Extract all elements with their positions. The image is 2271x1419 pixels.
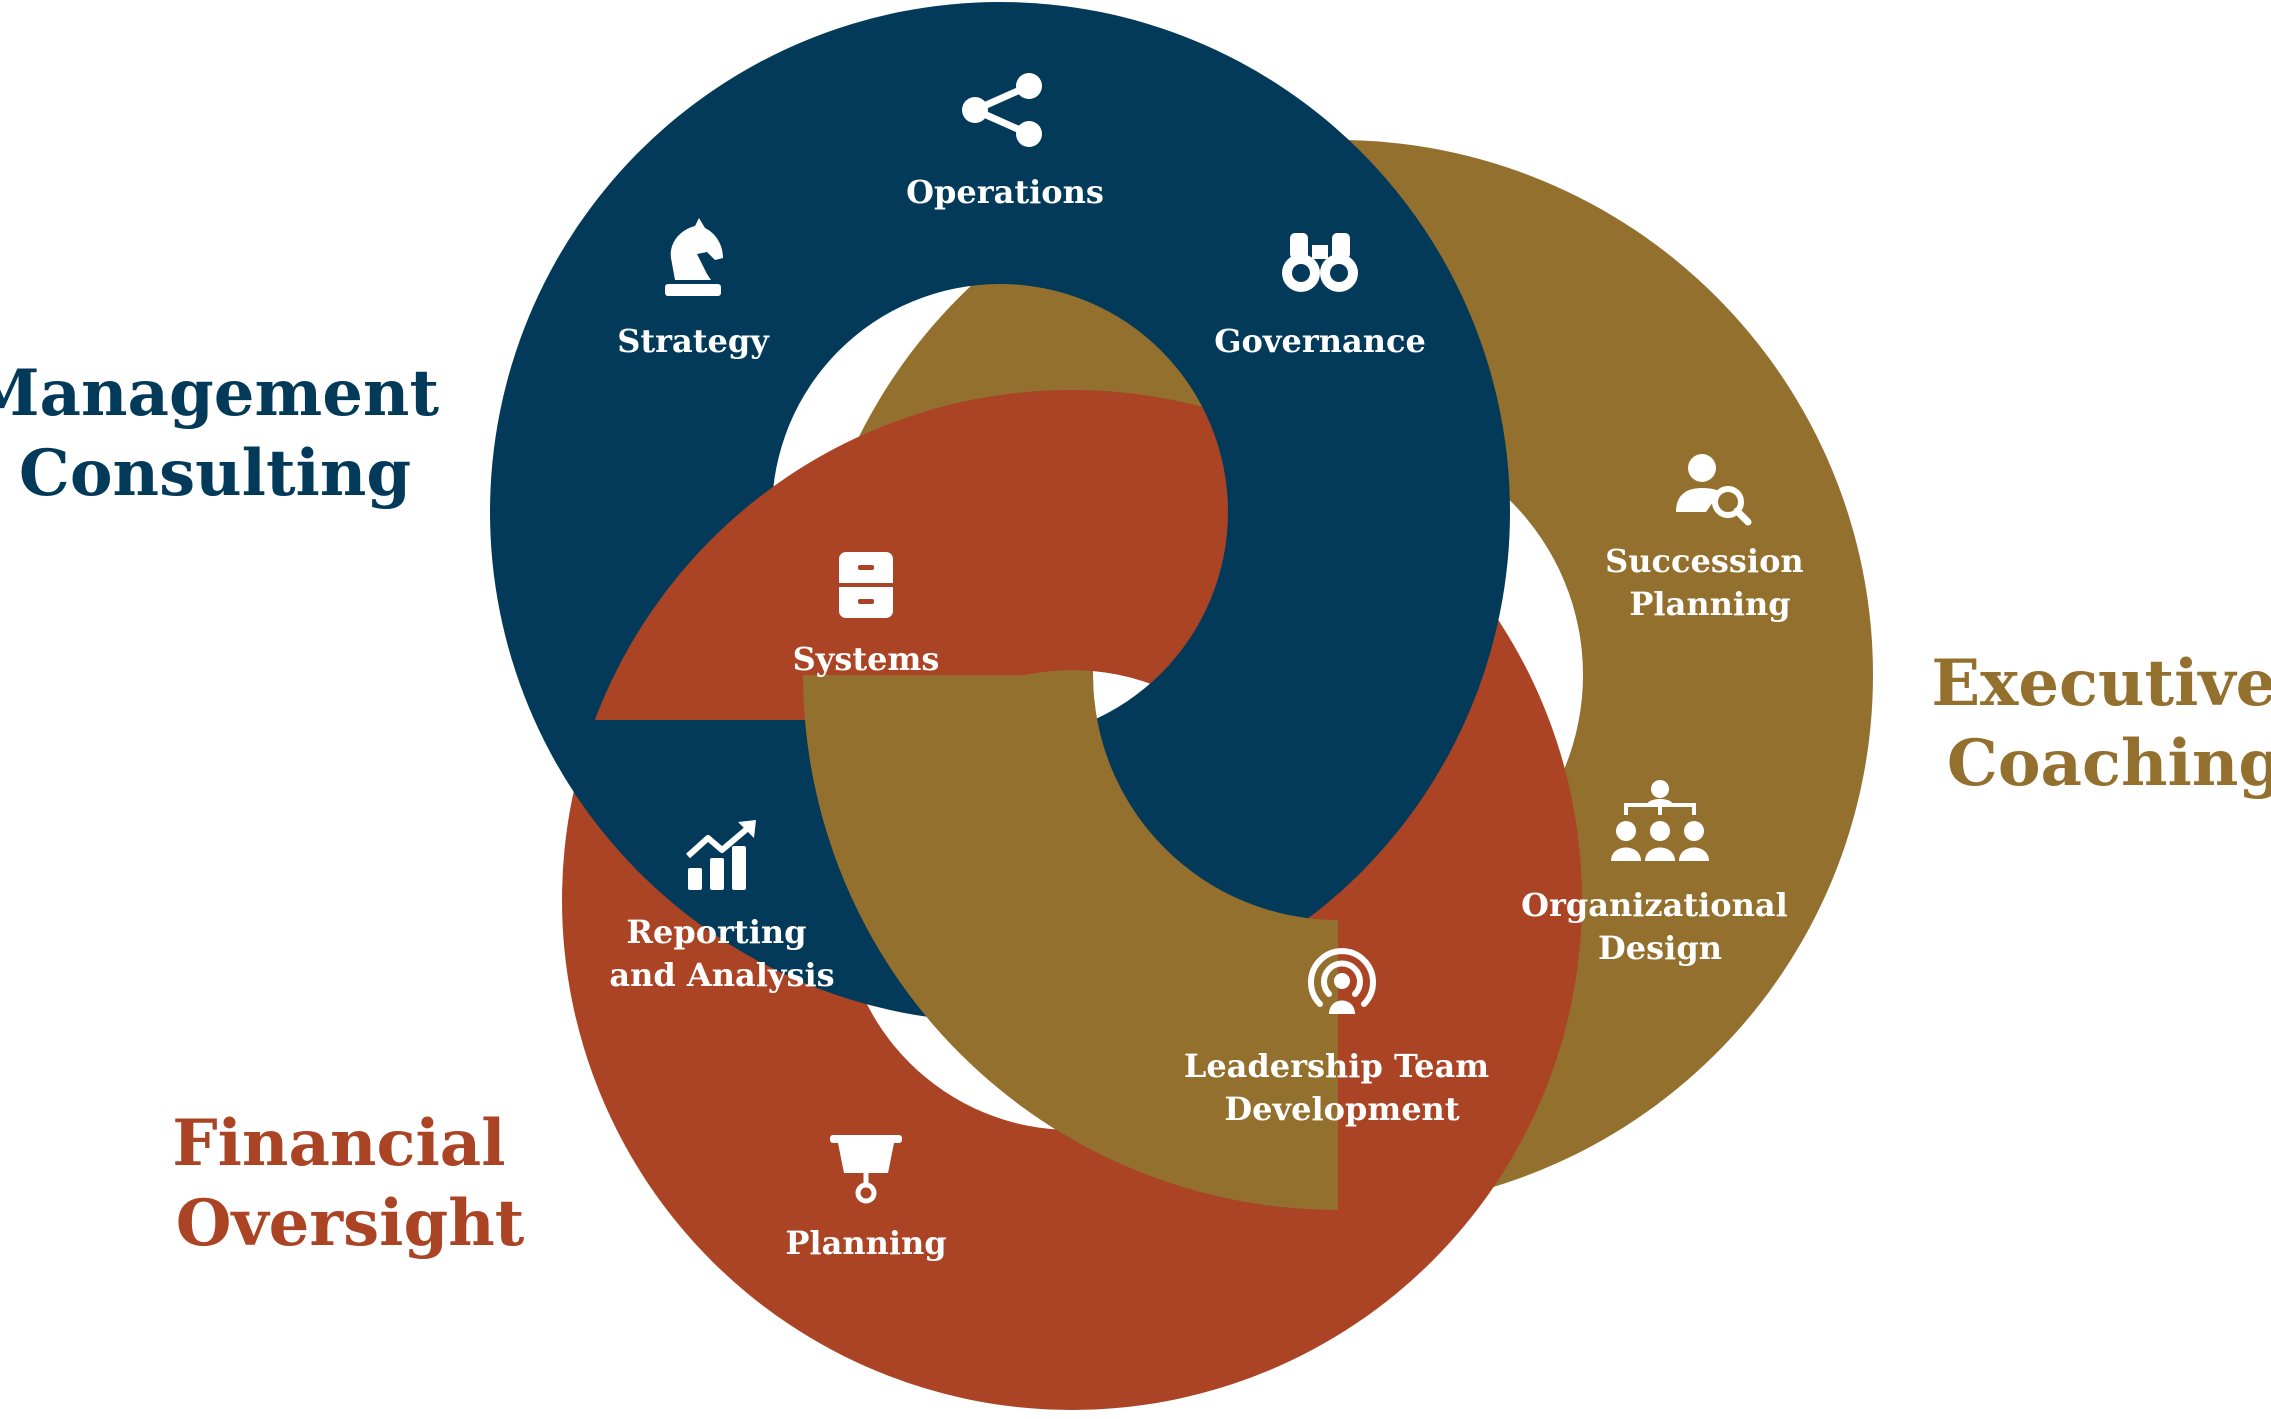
governance-label: Governance	[1214, 322, 1426, 360]
organizational-label-line-1: Organizational	[1521, 886, 1788, 924]
planning-label-line-1: Planning	[785, 1224, 946, 1262]
share-icon	[962, 73, 1042, 147]
leadership-label: Leadership Team Development	[1184, 1047, 1500, 1128]
chart-growth-icon	[685, 820, 756, 890]
leadership-label-line-1: Leadership Team	[1184, 1047, 1489, 1085]
planning-label: Planning	[785, 1224, 946, 1262]
organizational-label-line-2: Design	[1598, 929, 1722, 967]
financial-title-line-2: Oversight	[176, 1186, 525, 1261]
presentation-board-icon	[830, 1135, 902, 1204]
executive-coaching-ring-overlap	[803, 675, 1338, 1210]
systems-label: Systems	[793, 640, 940, 678]
user-search-icon	[1676, 454, 1752, 526]
succession-label-line-2: Planning	[1629, 585, 1790, 623]
organizational-label: Organizational Design	[1521, 886, 1799, 967]
financial-title-line-1: Financial	[172, 1106, 505, 1181]
strategy-label: Strategy	[617, 322, 770, 360]
executive-coaching-title: Executive Coaching	[1931, 646, 2271, 801]
succession-label: Succession Planning	[1605, 542, 1815, 623]
reporting-label-line-2: and Analysis	[609, 956, 834, 994]
management-consulting-ring-overlap	[1338, 675, 1484, 894]
reporting-label: Reporting and Analysis	[609, 913, 834, 994]
strategy-label-line-1: Strategy	[617, 322, 770, 360]
financial-oversight-title: Financial Oversight	[172, 1106, 528, 1261]
file-cabinet-icon	[839, 552, 893, 618]
executive-title-line-1: Executive	[1931, 646, 2271, 721]
executive-title-line-2: Coaching	[1947, 726, 2271, 801]
succession-label-line-1: Succession	[1605, 542, 1804, 580]
operations-label: Operations	[906, 173, 1104, 211]
systems-label-line-1: Systems	[793, 640, 940, 678]
financial-oversight-ring-overlap	[562, 390, 1140, 720]
operations-label-line-1: Operations	[906, 173, 1104, 211]
management-title-line-1: Management	[0, 356, 439, 431]
governance-label-line-1: Governance	[1214, 322, 1426, 360]
broadcast-user-icon	[1308, 948, 1376, 1014]
binoculars-icon	[1282, 233, 1358, 292]
leadership-label-line-2: Development	[1224, 1090, 1459, 1128]
chess-knight-icon	[665, 218, 723, 296]
reporting-label-line-1: Reporting	[626, 913, 806, 951]
management-consulting-title: Management Consulting	[0, 356, 461, 511]
item-labels: Operations Strategy Governance Systems R…	[609, 173, 1815, 1262]
rings	[490, 2, 1873, 1410]
org-chart-icon	[1611, 780, 1709, 861]
management-title-line-2: Consulting	[19, 436, 411, 511]
